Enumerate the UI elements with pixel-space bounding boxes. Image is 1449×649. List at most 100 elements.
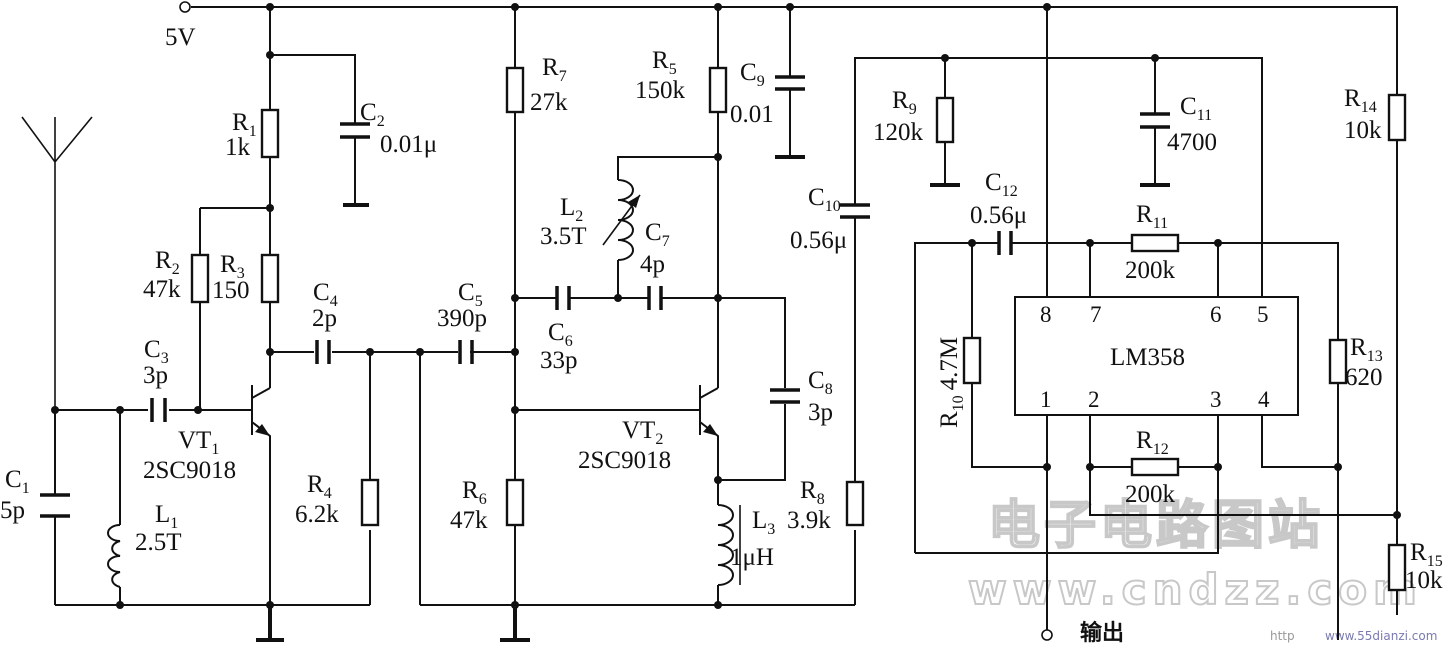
r15-resistor	[1387, 543, 1407, 592]
r11-label: R11	[1136, 201, 1168, 232]
r12-label: R12	[1136, 427, 1169, 458]
c1-value: 5p	[0, 497, 25, 524]
ic-pin-2: 2	[1088, 387, 1100, 412]
stage1-wiring	[21, 7, 424, 642]
watermark-corner-left: http	[1270, 629, 1295, 643]
c10-value: 0.56μ	[790, 227, 847, 254]
l3-label: L3	[752, 507, 775, 538]
c6-value: 33p	[540, 347, 578, 374]
c3-capacitor	[150, 398, 167, 422]
c10-capacitor	[840, 203, 870, 219]
stage3-wiring	[854, 7, 1401, 640]
r2-resistor	[190, 253, 210, 304]
ic-pin-8: 8	[1040, 302, 1052, 327]
r14-label: R14	[1344, 85, 1377, 116]
ic-pin-4: 4	[1258, 387, 1270, 412]
c11-capacitor	[1140, 112, 1170, 129]
r7-resistor	[505, 66, 525, 114]
r4-label: R4	[307, 471, 332, 502]
supply-terminal	[179, 1, 191, 13]
ic-pin-7: 7	[1090, 302, 1102, 327]
r15-value: 10k	[1405, 567, 1443, 594]
r10-label-group: R104.7M	[936, 337, 967, 428]
stage2-wiring	[419, 7, 856, 642]
ic-pin-5: 5	[1257, 302, 1269, 327]
r5-value: 150k	[635, 77, 686, 104]
l2-value: 3.5T	[540, 223, 587, 250]
r2-label: R2	[155, 247, 180, 278]
r12-value: 200k	[1125, 481, 1176, 508]
c8-value: 3p	[808, 399, 833, 426]
r11-value: 200k	[1125, 257, 1176, 284]
c8-label: C8	[808, 367, 833, 398]
c6-label: C6	[548, 319, 573, 350]
c2-label: C2	[360, 99, 385, 130]
c10-label: C10	[808, 184, 841, 215]
r1-resistor	[260, 108, 280, 159]
c9-label: C9	[740, 59, 765, 90]
c7-label: C7	[645, 219, 670, 250]
ic-pin-3: 3	[1210, 387, 1222, 412]
l2-label: L2	[560, 194, 583, 225]
c2-value: 0.01μ	[380, 131, 437, 158]
r5-label: R5	[652, 47, 677, 78]
r4-value: 6.2k	[295, 501, 339, 528]
l1-value: 2.5T	[135, 529, 182, 556]
r8-value: 3.9k	[787, 507, 831, 534]
c12-label: C12	[985, 169, 1018, 200]
r9-label: R9	[892, 87, 917, 118]
c3-label: C3	[144, 336, 169, 367]
r6-label: R6	[462, 477, 487, 508]
lm358-ic	[1014, 296, 1299, 416]
c1-label: C1	[5, 466, 30, 497]
l3-value: 1μH	[730, 544, 774, 571]
r3-resistor	[260, 253, 280, 304]
l2-inductor	[602, 179, 641, 261]
c12-value: 0.56μ	[970, 202, 1027, 229]
l3-inductor	[717, 504, 741, 586]
c7-capacitor	[647, 286, 663, 310]
r10-label: R104.7M	[936, 337, 967, 428]
c9-value: 0.01	[730, 101, 774, 128]
r4-resistor	[360, 478, 380, 527]
r6-value: 47k	[450, 507, 488, 534]
c6-capacitor	[555, 286, 571, 310]
vt1-value: 2SC9018	[143, 457, 236, 484]
c2-capacitor	[340, 122, 370, 139]
r13-resistor	[1328, 338, 1348, 385]
c5-capacitor	[458, 340, 474, 364]
vt1-label: VT1	[178, 427, 219, 458]
c11-label: C11	[1180, 93, 1212, 124]
c11-value: 4700	[1167, 129, 1217, 156]
c12-capacitor	[997, 231, 1013, 255]
vt2-value: 2SC9018	[578, 447, 671, 474]
watermark-corner-right: www.55dianzi.com	[1325, 629, 1437, 643]
vt2-label: VT2	[622, 417, 663, 448]
supply-rail	[179, 1, 1398, 95]
r3-label: R3	[220, 251, 245, 282]
l1-label: L1	[155, 501, 178, 532]
watermark-cn: 电子电路图站	[988, 496, 1324, 556]
ic-pin-1: 1	[1040, 387, 1052, 412]
r8-resistor	[845, 480, 865, 527]
r8-label: R8	[800, 477, 825, 508]
c4-label: C4	[313, 279, 338, 310]
r7-label: R7	[542, 54, 567, 85]
r3-value: 150	[212, 277, 250, 304]
r1-label: R1	[232, 109, 257, 140]
r7-value: 27k	[530, 89, 568, 116]
r5-resistor	[708, 66, 728, 114]
r1-value: 1k	[225, 134, 251, 161]
c9-capacitor	[775, 75, 805, 91]
output-label: 输出	[1080, 620, 1124, 646]
c3-value: 3p	[143, 362, 168, 389]
c8-capacitor	[770, 388, 800, 404]
r11-resistor	[1130, 233, 1180, 253]
r14-value: 10k	[1344, 117, 1382, 144]
r13-value: 620	[1345, 364, 1383, 391]
r12-resistor	[1130, 457, 1180, 477]
watermark-url: www.cndzz.com	[968, 565, 1423, 614]
output-terminal	[1041, 629, 1053, 641]
